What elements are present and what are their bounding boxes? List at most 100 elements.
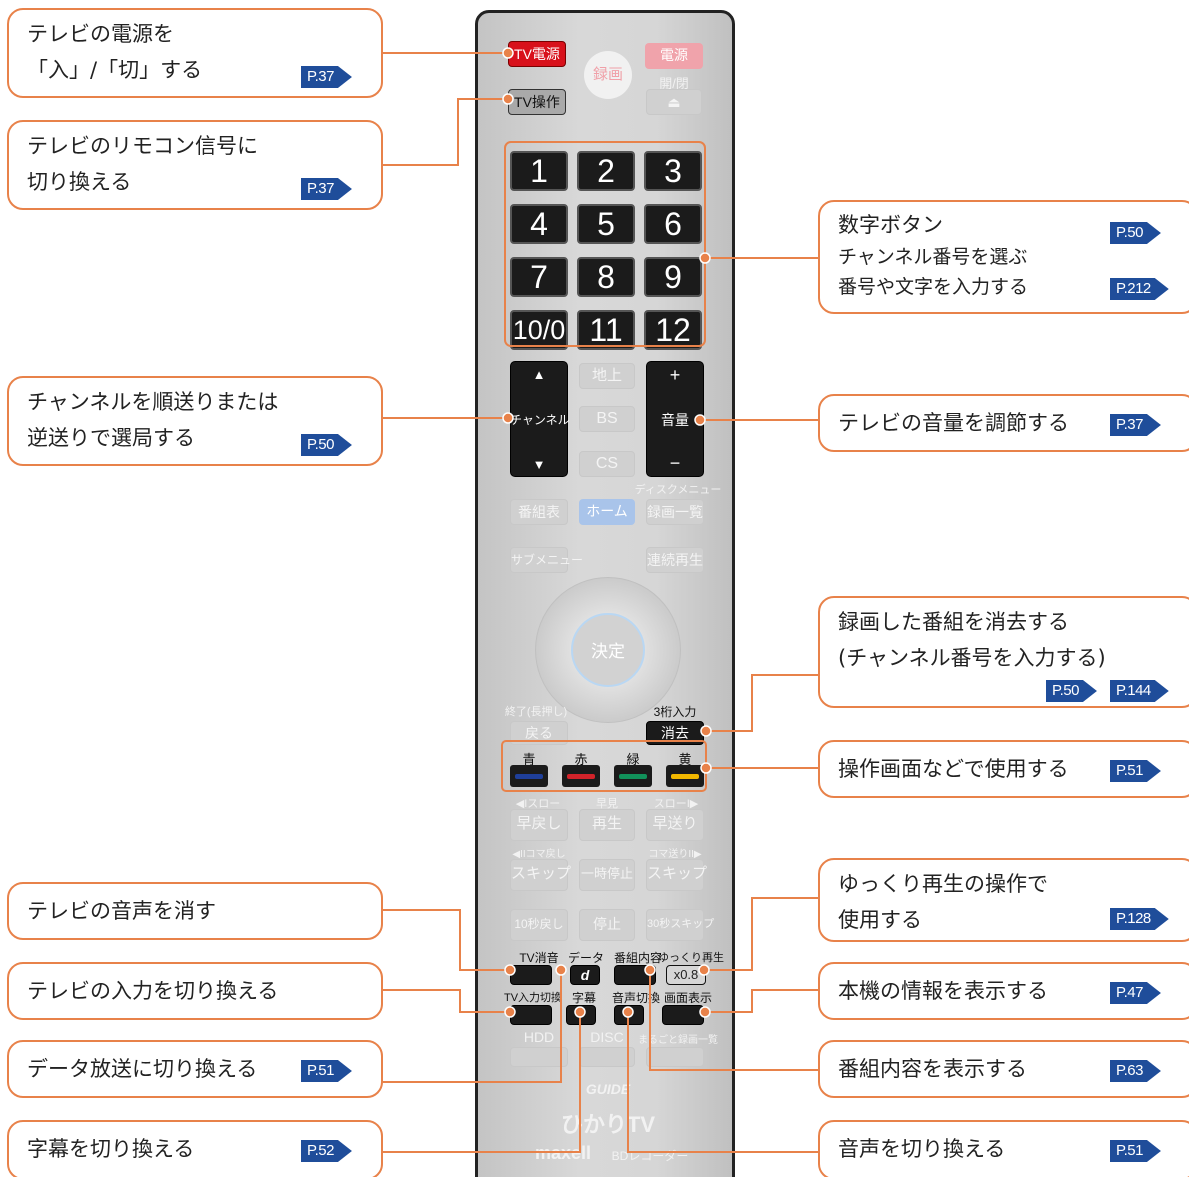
- number-9-button[interactable]: 9: [644, 257, 702, 297]
- program-info-button[interactable]: [614, 965, 656, 985]
- guide-logo: GUIDE: [585, 1081, 631, 1097]
- tv-power-button[interactable]: TV電源: [508, 41, 566, 67]
- callout-audio: 音声を切り換える P.51: [818, 1120, 1189, 1177]
- yellow-button[interactable]: [666, 765, 704, 787]
- callout-input-line1: テレビの入力を切り換える: [27, 979, 279, 1003]
- slow-reverse-label: ◀Iスロー: [515, 798, 561, 810]
- tv-mute-button[interactable]: [510, 965, 552, 985]
- callout-subtitle-line1: 字幕を切り換える: [27, 1137, 195, 1161]
- callout-numbers-line3: 番号や文字を入力する: [838, 276, 1029, 298]
- page-ref-tv-power[interactable]: P.37: [301, 66, 352, 88]
- page-ref-audio[interactable]: P.51: [1110, 1140, 1161, 1162]
- continuous-play-button[interactable]: 連続再生: [646, 547, 704, 573]
- enter-button[interactable]: 決定: [571, 613, 645, 687]
- number-1-button[interactable]: 1: [510, 151, 568, 191]
- callout-slow-line2: 使用する: [838, 908, 922, 932]
- red-stripe: [567, 774, 595, 779]
- sub-menu-button[interactable]: サブメニュー: [510, 547, 583, 573]
- whole-list-button[interactable]: [646, 1047, 704, 1067]
- number-11-button[interactable]: 11: [577, 310, 635, 350]
- page-ref-volume[interactable]: P.37: [1110, 414, 1161, 436]
- callout-data-line1: データ放送に切り換える: [27, 1057, 258, 1081]
- screen-display-button[interactable]: [662, 1005, 704, 1025]
- back-button[interactable]: 戻る: [510, 721, 568, 745]
- number-10-button[interactable]: 10/0: [510, 310, 568, 350]
- callout-program-line1: 番組内容を表示する: [838, 1057, 1027, 1081]
- stop-button[interactable]: 停止: [579, 909, 635, 941]
- number-3-button[interactable]: 3: [644, 151, 702, 191]
- back-10-button[interactable]: 10秒戻し: [510, 909, 568, 941]
- page-ref-data[interactable]: P.51: [301, 1060, 352, 1082]
- home-button[interactable]: ホーム: [579, 499, 635, 525]
- fast-forward-button[interactable]: 早送り: [646, 809, 704, 841]
- audio-switch-button[interactable]: [614, 1005, 644, 1025]
- eject-button[interactable]: ⏏: [646, 89, 702, 115]
- program-info-label: 番組内容: [613, 951, 662, 965]
- delete-button[interactable]: 消去: [646, 721, 704, 745]
- data-button[interactable]: d: [570, 965, 600, 985]
- tv-operate-button[interactable]: TV操作: [508, 89, 566, 115]
- channel-label: チャンネル: [510, 413, 570, 427]
- guide-button[interactable]: 番組表: [510, 499, 568, 525]
- number-5-button[interactable]: 5: [577, 204, 635, 244]
- green-button[interactable]: [614, 765, 652, 787]
- page-ref-program[interactable]: P.63: [1110, 1060, 1161, 1082]
- callout-info-line1: 本機の情報を表示する: [838, 979, 1048, 1003]
- page-ref-delete-2[interactable]: P.144: [1110, 680, 1169, 702]
- number-2-button[interactable]: 2: [577, 151, 635, 191]
- page-ref-numbers-1[interactable]: P.50: [1110, 222, 1161, 244]
- tv-input-button[interactable]: [510, 1005, 552, 1025]
- callout-audio-line1: 音声を切り換える: [838, 1137, 1006, 1161]
- bs-button[interactable]: BS: [579, 406, 635, 432]
- callout-colors-line1: 操作画面などで使用する: [838, 757, 1069, 781]
- screen-display-label: 画面表示: [663, 991, 712, 1005]
- skip-30-button[interactable]: 30秒スキップ: [646, 909, 714, 941]
- hdd-label: HDD: [523, 1029, 555, 1045]
- slow-play-label: ゆっくり再生: [658, 952, 724, 964]
- red-button[interactable]: [562, 765, 600, 787]
- skip-forward-button[interactable]: スキップ: [646, 859, 707, 891]
- page-ref-slow[interactable]: P.128: [1110, 908, 1169, 930]
- page-ref-colors[interactable]: P.51: [1110, 760, 1161, 782]
- audio-switch-label: 音声切換: [611, 991, 660, 1005]
- callout-slow-line1: ゆっくり再生の操作で: [838, 872, 1048, 896]
- whole-list-label: まるごと録画一覧: [638, 1035, 718, 1046]
- cs-button[interactable]: CS: [579, 451, 635, 477]
- fast-view-label: 早見: [596, 798, 618, 810]
- number-4-button[interactable]: 4: [510, 204, 568, 244]
- channel-rocker[interactable]: [510, 361, 568, 477]
- page-ref-subtitle[interactable]: P.52: [301, 1140, 352, 1162]
- number-6-button[interactable]: 6: [644, 204, 702, 244]
- number-7-button[interactable]: 7: [510, 257, 568, 297]
- hdd-button[interactable]: [510, 1047, 568, 1067]
- rewind-button[interactable]: 早戻し: [510, 809, 568, 841]
- number-8-button[interactable]: 8: [577, 257, 635, 297]
- callout-program: 番組内容を表示する P.63: [818, 1040, 1189, 1098]
- slow-forward-label: スローI▶: [653, 798, 699, 810]
- power-button[interactable]: 電源: [645, 43, 703, 69]
- skip-back-button[interactable]: スキップ: [510, 859, 571, 891]
- page-ref-channel[interactable]: P.50: [301, 434, 352, 456]
- subtitle-button[interactable]: [566, 1005, 596, 1025]
- blue-button[interactable]: [510, 765, 548, 787]
- three-digit-label: 3桁入力: [653, 705, 697, 719]
- callout-info: 本機の情報を表示する P.47: [818, 962, 1189, 1020]
- page-ref-info[interactable]: P.47: [1110, 982, 1161, 1004]
- callout-numbers-line1: 数字ボタン: [838, 213, 943, 237]
- channel-down-label: ▼: [532, 457, 546, 472]
- play-button[interactable]: 再生: [579, 809, 635, 841]
- recording-list-button[interactable]: 録画一覧: [646, 499, 704, 525]
- callout-volume: テレビの音量を調節する P.37: [818, 394, 1189, 452]
- pause-button[interactable]: 一時停止: [579, 859, 635, 891]
- frame-back-label: ◀IIコマ戻し: [512, 849, 566, 860]
- slow-play-button[interactable]: x0.8: [666, 965, 706, 985]
- page-ref-delete-1[interactable]: P.50: [1046, 680, 1097, 702]
- number-12-button[interactable]: 12: [644, 310, 702, 350]
- remote-control: TV電源 録画 電源 開/閉 ⏏ TV操作 1 2 3 4 5 6 7 8 9 …: [475, 10, 735, 1177]
- page-ref-tv-operate[interactable]: P.37: [301, 178, 352, 200]
- tv-input-label: TV入力切換: [503, 992, 563, 1004]
- record-button[interactable]: 録画: [584, 51, 632, 99]
- page-ref-numbers-2[interactable]: P.212: [1110, 278, 1169, 300]
- terrestrial-button[interactable]: 地上: [579, 363, 635, 389]
- disc-button[interactable]: [579, 1047, 635, 1067]
